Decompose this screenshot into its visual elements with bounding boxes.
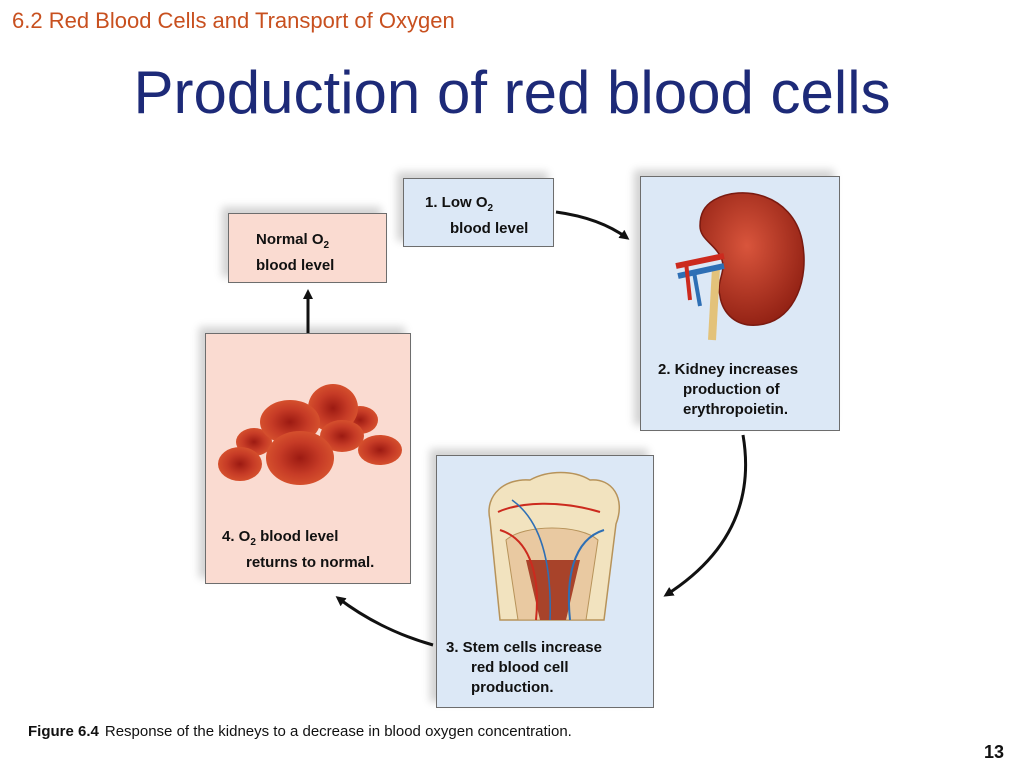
figure-number: Figure 6.4 bbox=[28, 723, 99, 740]
step1-label: 1. Low O2 blood level bbox=[425, 194, 529, 237]
bone-marrow-icon bbox=[488, 471, 621, 621]
caption-text: Response of the kidneys to a decrease in… bbox=[104, 723, 572, 740]
step3-label: 3. Stem cells increase red blood cell pr… bbox=[446, 639, 602, 696]
slide-title: Production of red blood cells bbox=[133, 59, 891, 126]
kidney-icon bbox=[675, 192, 805, 341]
low-o2-box bbox=[403, 178, 554, 247]
page-number: 13 bbox=[983, 742, 1004, 762]
normal-o2-box bbox=[228, 213, 387, 283]
normal-o2-label: Normal O2 blood level bbox=[256, 231, 335, 274]
arrow-marrow-to-rbc bbox=[335, 596, 434, 647]
section-title: 6.2 Red Blood Cells and Transport of Oxy… bbox=[12, 8, 455, 33]
arrow-low-to-kidney bbox=[555, 210, 630, 240]
step2-label: 2. Kidney increases production of erythr… bbox=[658, 361, 799, 418]
step4-label: 4. O2 blood level returns to normal. bbox=[222, 528, 375, 571]
figure-caption: Figure 6.4 Response of the kidneys to a d… bbox=[28, 723, 572, 740]
red-blood-cells-icon bbox=[218, 384, 402, 485]
arrow-kidney-to-marrow bbox=[663, 434, 748, 597]
